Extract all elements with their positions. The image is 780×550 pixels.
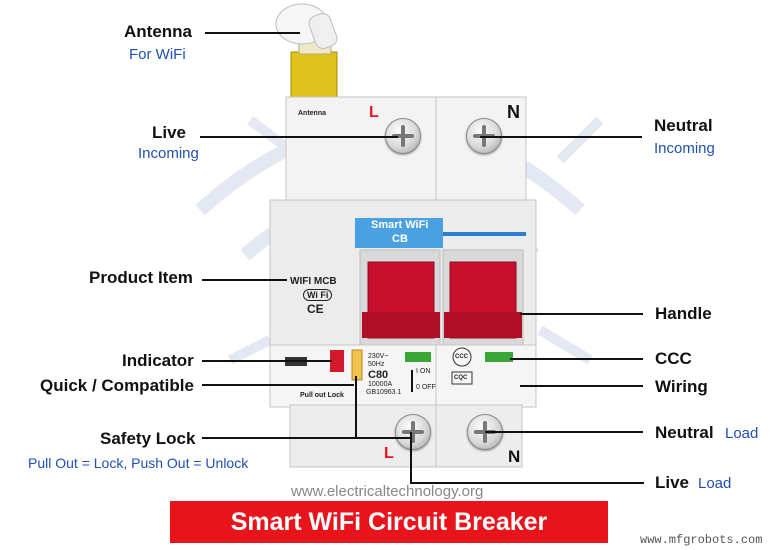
- bottom-terminal-n: N: [508, 447, 521, 466]
- neutral-load-sublabel: Load: [725, 425, 759, 442]
- safety-lock-sublabel: Pull Out = Lock, Push Out = Unlock: [28, 455, 249, 471]
- wiring-leader-line: [520, 385, 643, 387]
- top-terminal-n: N: [507, 102, 520, 122]
- live-label: Live: [152, 123, 187, 142]
- antenna-part: [275, 3, 338, 99]
- rating-frequency: 50Hz: [368, 361, 385, 368]
- neutral-label: Neutral: [654, 116, 713, 135]
- live-incoming-screw: [385, 118, 421, 154]
- wiring-label: Wiring: [655, 377, 708, 396]
- safety-lock-leader-vertical: [355, 376, 357, 437]
- wifi-badge: Wi Fi: [303, 289, 333, 301]
- site-watermark: www.electricaltechnology.org: [291, 483, 484, 500]
- standard-text: GB10963.1: [366, 389, 402, 396]
- handle-label: Handle: [655, 304, 712, 323]
- rating-voltage: 230V~: [368, 353, 389, 360]
- bottom-terminal-l: L: [384, 445, 394, 462]
- capacity-text: 10000A: [368, 381, 393, 388]
- image-credit: www.mfgrobots.com: [640, 533, 763, 547]
- ce-mark: CE: [307, 302, 324, 316]
- live-load-leader-vertical: [410, 432, 412, 484]
- indicator-label: Indicator: [122, 351, 194, 370]
- device-antenna-text: Antenna: [298, 110, 326, 117]
- antenna-label: Antenna: [124, 22, 192, 41]
- ccc-label: CCC: [655, 349, 692, 368]
- blue-label-line-2: CB: [392, 233, 408, 245]
- top-terminal-l: L: [369, 104, 379, 121]
- diagram-title-banner: Smart WiFi Circuit Breaker: [170, 501, 608, 543]
- ccc-mark: CCC: [455, 354, 468, 360]
- live-load-sublabel: Load: [698, 475, 732, 492]
- blue-label-line-1: Smart WiFi: [371, 219, 429, 231]
- pull-out-lock-text: Pull out Lock: [300, 392, 344, 399]
- safety-lock-label: Safety Lock: [100, 429, 196, 448]
- product-item-leader-line: [202, 279, 287, 281]
- live-load-screw: [395, 414, 431, 450]
- quick-compatible-label: Quick / Compatible: [40, 376, 194, 395]
- model-text: C80: [368, 369, 389, 381]
- ccc-leader-line: [510, 358, 643, 360]
- neutral-sublabel: Incoming: [654, 140, 715, 157]
- antenna-leader-line: [205, 32, 300, 34]
- neutral-leader-line: [480, 136, 642, 138]
- antenna-sublabel: For WiFi: [129, 46, 186, 63]
- off-label: 0 OFF: [416, 384, 436, 391]
- quick-compatible-leader-line: [202, 384, 354, 386]
- neutral-load-label: Neutral: [655, 423, 714, 442]
- indicator-leader-line: [202, 360, 332, 362]
- on-label: I ON: [416, 368, 431, 375]
- product-item-label: Product Item: [89, 268, 193, 287]
- wifi-mcb-text: WIFI MCB: [290, 276, 337, 287]
- live-load-leader-line: [412, 482, 644, 484]
- cqc-mark: CQC: [454, 375, 468, 381]
- live-load-label: Live: [655, 473, 690, 492]
- live-leader-line: [200, 136, 398, 138]
- live-sublabel: Incoming: [138, 145, 199, 162]
- safety-lock-leader-line: [202, 437, 410, 439]
- handle-leader-line: [520, 313, 643, 315]
- neutral-load-leader-line: [485, 431, 643, 433]
